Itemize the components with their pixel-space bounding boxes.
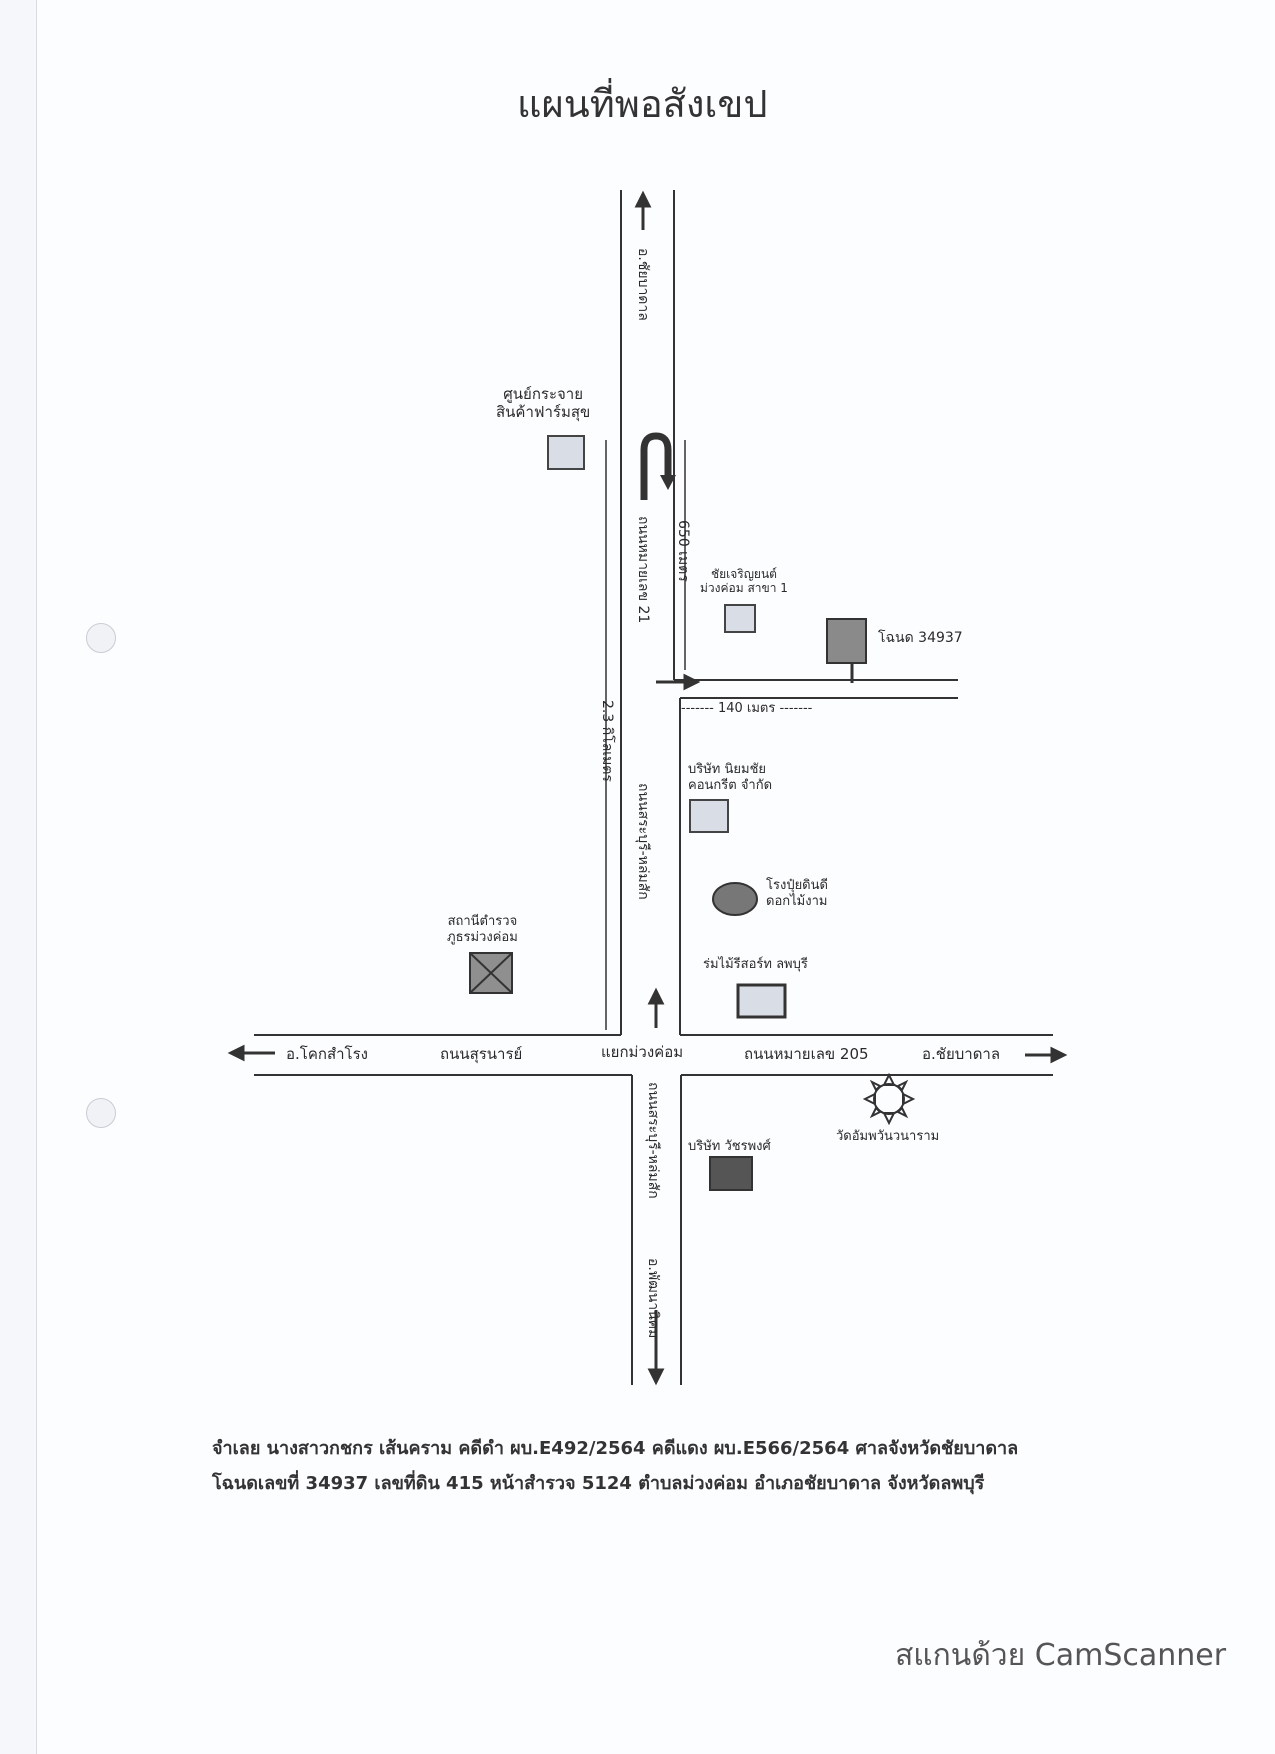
- chaicharoen-icon: [724, 604, 756, 633]
- punch-hole-top: [86, 623, 116, 653]
- label-farm-center: ศูนย์กระจาย สินค้าฟาร์มสุข: [496, 385, 591, 421]
- label-deed: โฉนด 34937: [878, 630, 963, 646]
- label-north-destination: อ.ชัยบาดาล: [635, 248, 651, 321]
- label-highway-21: ถนนหมายเลข 21: [635, 516, 651, 624]
- label-resort: ร่มไม้รีสอร์ท ลพบุรี: [703, 957, 808, 972]
- niyomchai-icon: [689, 799, 729, 833]
- map-title: แผนที่พอสังเขป: [517, 82, 768, 126]
- paper-page: [36, 0, 1275, 1754]
- deed-plot-icon: [826, 618, 867, 664]
- label-south-destination: อ.พัฒนานิคม: [645, 1258, 661, 1339]
- farm-center-icon: [547, 435, 585, 470]
- arrow-north-head: [634, 190, 652, 208]
- label-niyomchai: บริษัท นิยมชัย คอนกรีต จำกัด: [688, 762, 773, 793]
- footer-case-line: จำเลย นางสาวกชกร เส้นคราม คดีดำ ผบ.E492/…: [212, 1438, 1019, 1459]
- label-temple: วัดอัมพวันวนาราม: [836, 1129, 940, 1144]
- camscanner-watermark: สแกนด้วย CamScanner: [895, 1638, 1227, 1673]
- arrow-to-side-road-head: [683, 673, 701, 691]
- police-station-icon: [469, 952, 513, 994]
- u-turn-icon: [640, 432, 676, 500]
- label-saraburi-lomsak-south: ถนนสระบุรี-หล่มสัก: [645, 1082, 661, 1199]
- label-saraburi-lomsak-north: ถนนสระบุรี-หล่มสัก: [635, 783, 651, 900]
- arrow-south-head: [647, 1368, 665, 1386]
- resort-icon: [736, 983, 787, 1019]
- label-junction: แยกม่วงค่อม: [601, 1043, 684, 1061]
- label-distance-2-3km: 2.3 กิโลเมตร: [599, 700, 615, 782]
- label-distance-650m: 650 เมตร: [675, 520, 691, 582]
- label-chaicharoen: ชัยเจริญยนต์ ม่วงค่อม สาขา 1: [700, 567, 788, 596]
- arrow-east-head: [1050, 1046, 1068, 1064]
- label-surana-road: ถนนสุรนารย์: [440, 1045, 523, 1063]
- label-watcharaphong: บริษัท วัชรพงศ์: [688, 1139, 771, 1154]
- label-fertilizer-plant: โรงปุ๋ยดินดี ดอกไม้งาม: [766, 878, 828, 909]
- footer-deed-line: โฉนดเลขที่ 34937 เลขที่ดิน 415 หน้าสำรวจ…: [212, 1473, 985, 1494]
- label-highway-205: ถนนหมายเลข 205: [744, 1045, 869, 1063]
- label-police-station: สถานีตำรวจ ภูธรม่วงค่อม: [447, 914, 518, 945]
- arrow-junction-north-head: [647, 987, 665, 1005]
- fertilizer-plant-icon: [712, 882, 758, 916]
- temple-icon: [862, 1072, 916, 1126]
- watcharaphong-icon: [709, 1156, 753, 1191]
- label-distance-140m: ------- 140 เมตร -------: [681, 701, 813, 716]
- label-west-destination: อ.โคกสำโรง: [286, 1045, 368, 1063]
- arrow-west-head: [227, 1044, 245, 1062]
- punch-hole-bottom: [86, 1098, 116, 1128]
- label-east-destination: อ.ชัยบาดาล: [922, 1045, 1001, 1063]
